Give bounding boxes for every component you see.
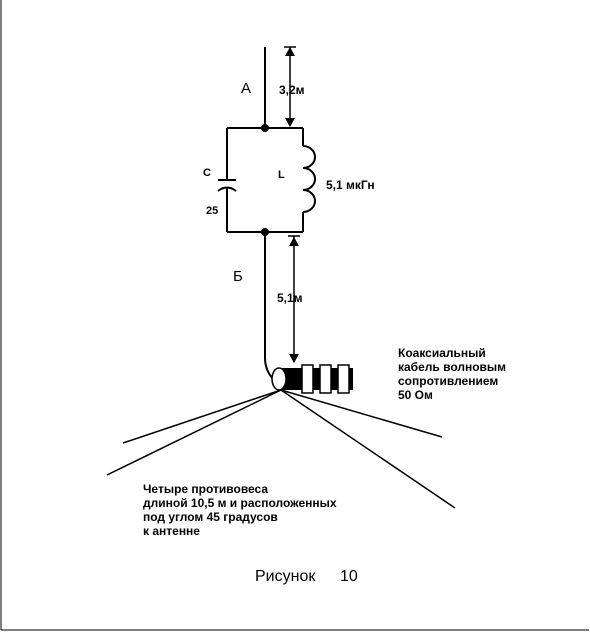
- coax-note: Коаксиальный кабель волновым сопротивлен…: [398, 346, 509, 402]
- label-a: А: [241, 80, 251, 97]
- radials-note-line: к антенне: [143, 524, 200, 538]
- dimension-arrow-bottom: [288, 235, 300, 363]
- counterpoise-radials: [106, 389, 456, 509]
- capacitor-c: [217, 128, 237, 232]
- radials-note-line: длиной 10,5 м и расположенных: [143, 496, 337, 510]
- radiator-b-wire: [264, 232, 277, 383]
- figure-caption-number: 10: [340, 568, 358, 585]
- dimension-arrow-top: [284, 46, 296, 127]
- capacitor-value: 25: [206, 205, 218, 217]
- dimension-bottom-label: 5,1м: [277, 291, 303, 305]
- inductor-l: [302, 128, 316, 232]
- figure-caption-word: Рисунок: [255, 568, 316, 585]
- coaxial-cable: [271, 364, 353, 394]
- coax-note-line: Коаксиальный: [398, 346, 486, 360]
- coil-value: 5,1 мкГн: [326, 178, 375, 192]
- coax-note-line: 50 Ом: [398, 388, 433, 402]
- coax-note-line: сопротивлением: [398, 374, 498, 388]
- radials-note-line: Четыре противовеса: [143, 482, 268, 496]
- dimension-top-label: 3,2м: [279, 83, 305, 97]
- radials-note-line: под углом 45 градусов: [143, 510, 278, 524]
- coil-label: L: [278, 169, 285, 181]
- capacitor-label: С: [203, 167, 211, 179]
- label-b: Б: [233, 268, 243, 285]
- coax-note-line: кабель волновым: [398, 360, 506, 374]
- radials-note: Четыре противовеса длиной 10,5 м и распо…: [143, 482, 340, 538]
